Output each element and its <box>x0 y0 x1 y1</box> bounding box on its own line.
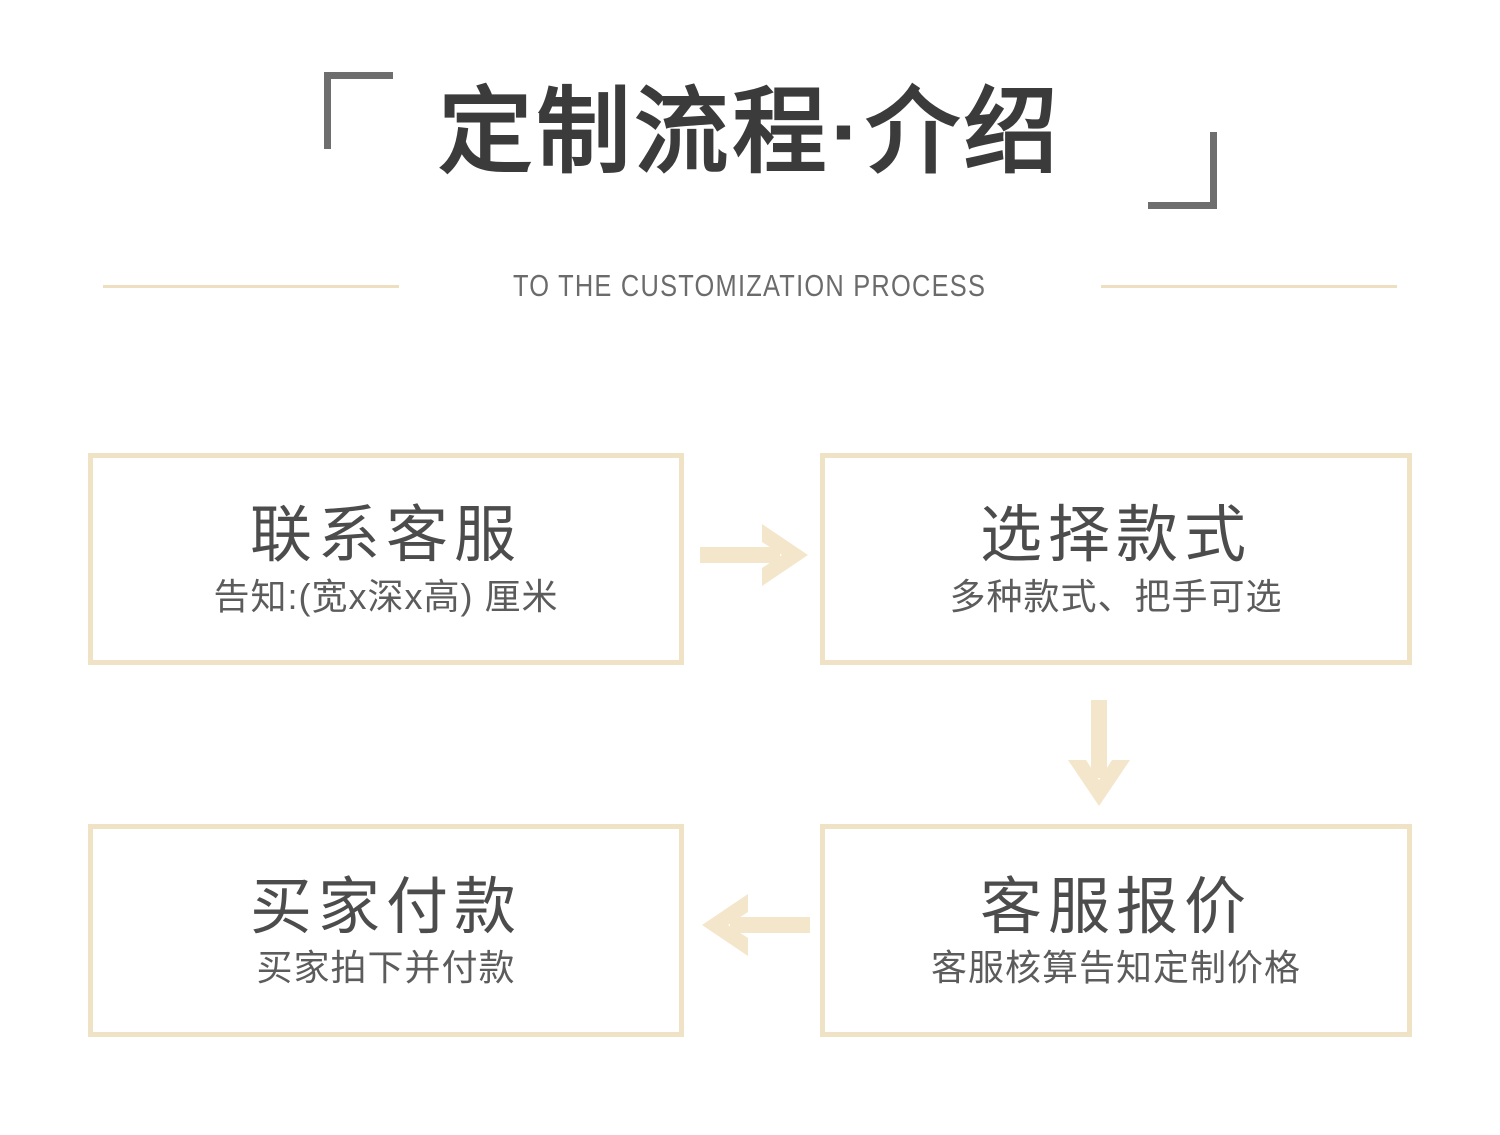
decorative-line-right <box>1100 284 1397 288</box>
step-title: 客服报价 <box>979 872 1252 942</box>
process-step-service-quote: 客服报价 客服核算告知定制价格 <box>820 824 1412 1037</box>
step-subtitle: 告知:(宽x深x高) 厘米 <box>213 575 559 617</box>
process-step-buyer-payment: 买家付款 买家拍下并付款 <box>88 824 684 1037</box>
page-title: 定制流程·介绍 <box>438 79 1062 184</box>
bracket-open-icon <box>324 72 393 149</box>
subtitle-row: TO THE CUSTOMIZATION PROCESS <box>0 264 1500 308</box>
arrow-right-icon <box>700 518 810 592</box>
process-step-choose-style: 选择款式 多种款式、把手可选 <box>820 453 1412 665</box>
page-subtitle: TO THE CUSTOMIZATION PROCESS <box>513 268 987 303</box>
step-title: 买家付款 <box>249 872 522 942</box>
title-row: 定制流程·介绍 <box>0 62 1500 222</box>
step-title: 联系客服 <box>249 501 522 571</box>
page-header: 定制流程·介绍 TO THE CUSTOMIZATION PROCESS <box>0 0 1500 330</box>
step-title: 选择款式 <box>979 501 1252 571</box>
step-subtitle: 客服核算告知定制价格 <box>930 947 1301 989</box>
arrow-left-icon <box>700 888 810 962</box>
arrow-down-icon <box>1062 700 1136 808</box>
process-step-contact-service: 联系客服 告知:(宽x深x高) 厘米 <box>88 453 684 665</box>
step-subtitle: 买家拍下并付款 <box>256 947 516 989</box>
decorative-line-left <box>103 284 400 288</box>
step-subtitle: 多种款式、把手可选 <box>949 575 1283 617</box>
bracket-close-icon <box>1148 132 1217 209</box>
